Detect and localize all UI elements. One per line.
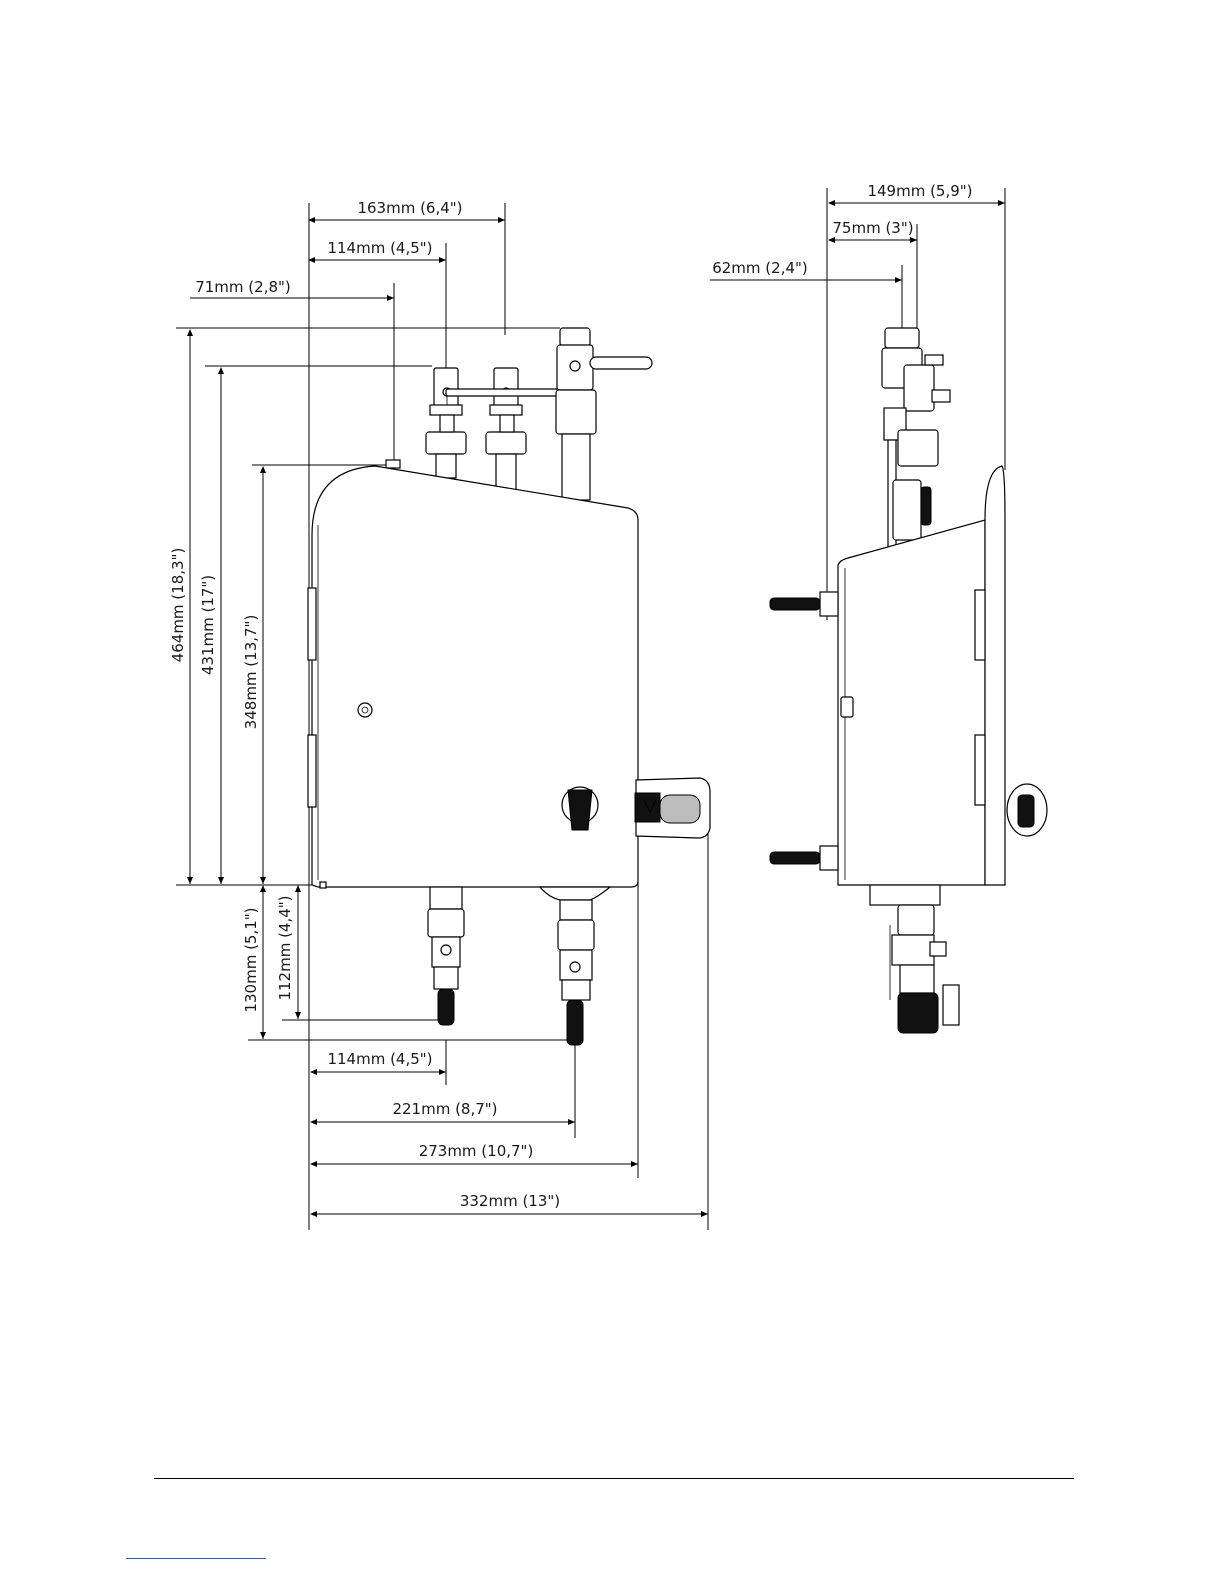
dim-top-163: 163mm (6,4") [357,199,462,217]
side-knob [1007,784,1047,836]
mounting-plate [985,466,1005,885]
cabinet-side [838,520,985,885]
hose-barb-top [770,592,838,616]
dim-side-149: 149mm (5,9") [867,182,972,200]
dim-vertical-431: 431mm (17") [199,575,217,675]
dim-vertical-112: 112mm (4,4") [276,895,294,1000]
side-handle [635,778,710,838]
top-button [386,460,400,468]
dim-bottom-332: 332mm (13") [460,1192,560,1210]
dim-bottom-114: 114mm (4,5") [327,1050,432,1068]
dim-side-75: 75mm (3") [832,219,913,237]
footer-link-underline [126,1558,266,1559]
dim-bottom-221: 221mm (8,7") [392,1100,497,1118]
dim-vertical-348: 348mm (13,7") [242,615,260,730]
lock-icon [358,703,372,717]
dim-vertical-130: 130mm (5,1") [242,907,260,1012]
dim-vertical-464: 464mm (18,3") [169,548,187,663]
dim-side-62: 62mm (2,4") [712,259,808,277]
dim-top-114: 114mm (4,5") [327,239,432,257]
footer-rule [154,1478,1074,1479]
inlet-valve-left [426,368,466,478]
dim-bottom-273: 273mm (10,7") [419,1142,534,1160]
inlet-valve-right [556,328,652,500]
outlet-valve-right [540,887,610,1045]
side-view: 149mm (5,9") 75mm (3") 62mm (2,4") [710,182,1047,1033]
front-view: 163mm (6,4") 114mm (4,5") 71mm (2,8") 46… [169,199,710,1230]
inlet-valve-middle [446,368,558,490]
dim-top-71: 71mm (2,8") [195,278,291,296]
hose-barb-bottom [770,846,838,870]
outlet-valve-left [428,887,464,1025]
